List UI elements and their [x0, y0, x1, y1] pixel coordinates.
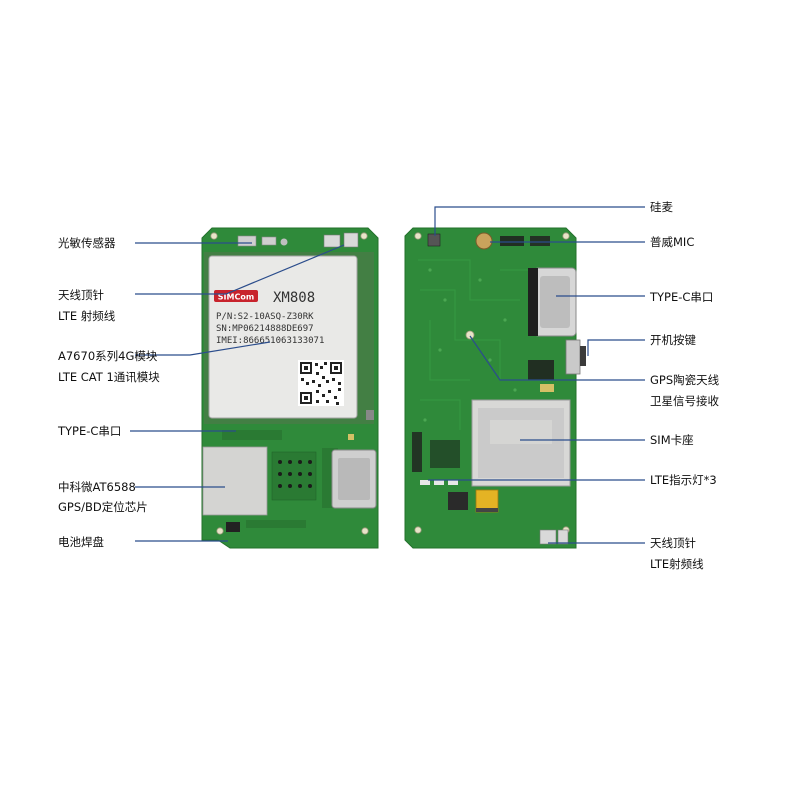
label-light-sensor: 光敏传感器: [58, 236, 116, 250]
module-sn: SN:MP06214888DE697: [216, 324, 314, 334]
label-power-button: 开机按键: [650, 333, 696, 347]
label-4g-module: A7670系列4G模块: [58, 349, 158, 363]
leader-lines: [130, 206, 645, 544]
gps-chip-left: [202, 446, 268, 516]
label-silicon-mic: 硅麦: [650, 200, 673, 214]
label-typec-right: TYPE-C串口: [650, 290, 714, 304]
module-pn: P/N:S2-10ASQ-Z30RK: [216, 312, 314, 322]
label-gps-antenna: GPS陶瓷天线: [650, 373, 720, 387]
front-board: SIMCom XM808 P/N:S2-10ASQ-Z30RK SN:MP062…: [201, 227, 379, 549]
label-antenna-pin-right-sub: LTE射频线: [650, 557, 704, 571]
label-gps-antenna-sub: 卫星信号接收: [650, 394, 719, 408]
label-mic: 普威MIC: [650, 235, 695, 249]
label-typec-left: TYPE-C串口: [58, 424, 122, 438]
module-imei: IMEI:866651063133071: [216, 336, 324, 346]
lte-leds: [420, 480, 458, 485]
label-gps-chip: 中科微AT6588: [58, 480, 136, 494]
mic-capsule: [475, 232, 493, 250]
label-antenna-pin-right: 天线顶针: [650, 536, 696, 550]
qr-code: [298, 360, 344, 406]
simcom-logo: [214, 290, 258, 302]
label-sim-holder: SIM卡座: [650, 433, 694, 447]
label-antenna-pin: 天线顶针: [58, 288, 104, 302]
silicon-mic: [427, 233, 441, 247]
simcom-logo-text: SIMCom: [218, 293, 254, 302]
label-4g-module-sub: LTE CAT 1通讯模块: [58, 370, 160, 384]
module-model: XM808: [273, 290, 315, 306]
label-gps-chip-sub: GPS/BD定位芯片: [58, 500, 148, 514]
label-antenna-pin-sub: LTE 射频线: [58, 309, 116, 323]
back-board: [404, 227, 586, 549]
label-lte-leds: LTE指示灯*3: [650, 473, 717, 487]
antenna-pin-right: [539, 529, 557, 545]
label-battery-pad: 电池焊盘: [58, 535, 104, 549]
power-button: [565, 339, 581, 375]
